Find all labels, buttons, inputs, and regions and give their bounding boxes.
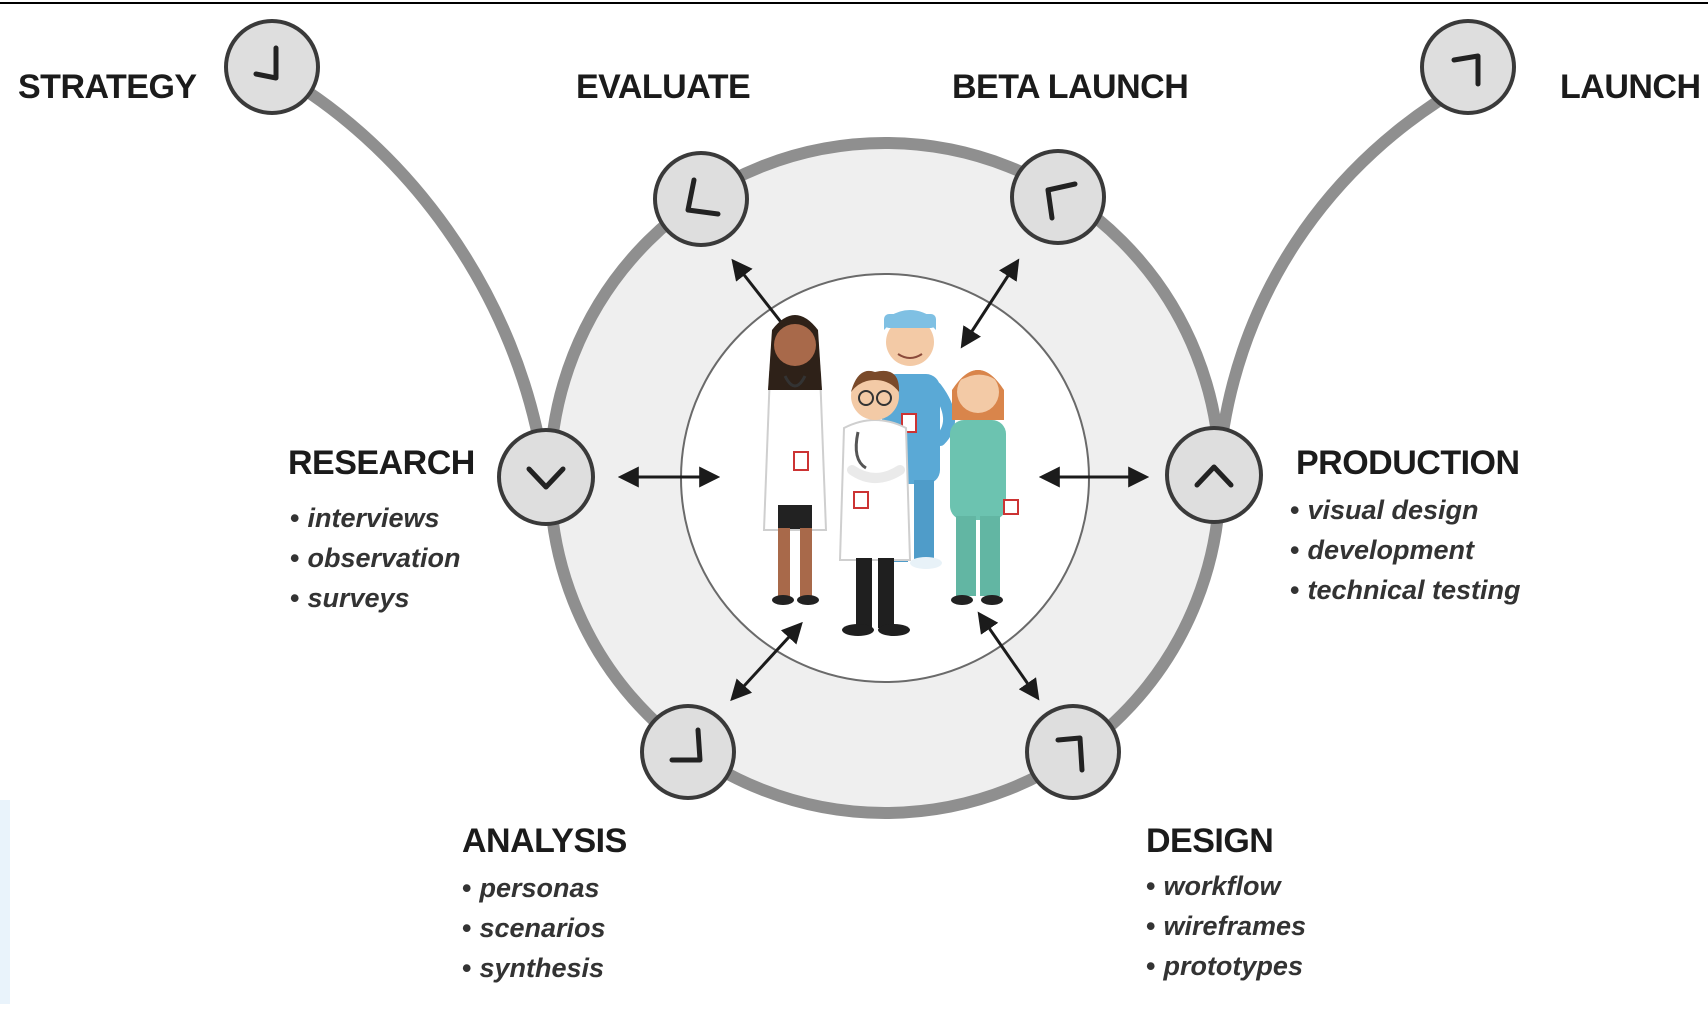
design-item: prototypes (1146, 946, 1306, 986)
research-list: interviews observation surveys (290, 498, 461, 618)
analysis-list: personas scenarios synthesis (462, 868, 606, 988)
launch-node-icon (1420, 19, 1516, 115)
strategy-arc (269, 64, 551, 477)
analysis-node-icon (640, 704, 736, 800)
research-item: surveys (290, 578, 461, 618)
production-title: PRODUCTION (1296, 444, 1520, 482)
arrow-design (977, 611, 1040, 701)
research-node-icon (497, 428, 595, 526)
analysis-title: ANALYSIS (462, 822, 627, 860)
analysis-item: scenarios (462, 908, 605, 948)
design-item: workflow (1146, 866, 1306, 906)
beta-launch-node-icon (1010, 149, 1106, 245)
production-item: visual design (1290, 490, 1521, 530)
strategy-node-icon (224, 19, 320, 115)
design-title: DESIGN (1146, 822, 1274, 860)
evaluate-title: EVALUATE (576, 68, 751, 106)
production-item: technical testing (1290, 570, 1520, 610)
strategy-title: STRATEGY (18, 68, 197, 106)
research-title: RESEARCH (288, 444, 475, 482)
design-node-icon (1025, 704, 1121, 800)
production-node-icon (1165, 426, 1263, 524)
launch-arc (1212, 76, 1473, 477)
male-doctor-figure (838, 370, 912, 636)
design-list: workflow wireframes prototypes (1146, 866, 1306, 986)
arrow-beta-launch (960, 258, 1020, 349)
medical-team-illustration (762, 310, 1019, 636)
left-edge-tint (0, 800, 10, 1004)
launch-title: LAUNCH (1560, 68, 1701, 106)
nurse-figure (950, 370, 1019, 605)
production-item: development (1290, 530, 1521, 570)
female-doctor-figure (762, 315, 828, 605)
analysis-item: synthesis (462, 948, 606, 988)
evaluate-node-icon (653, 151, 749, 247)
arrow-analysis (730, 621, 803, 702)
research-item: interviews (290, 498, 461, 538)
production-list: visual design development technical test… (1290, 490, 1521, 610)
analysis-item: personas (462, 868, 606, 908)
beta-launch-title: BETA LAUNCH (952, 68, 1189, 106)
design-item: wireframes (1146, 906, 1306, 946)
research-item: observation (290, 538, 460, 578)
